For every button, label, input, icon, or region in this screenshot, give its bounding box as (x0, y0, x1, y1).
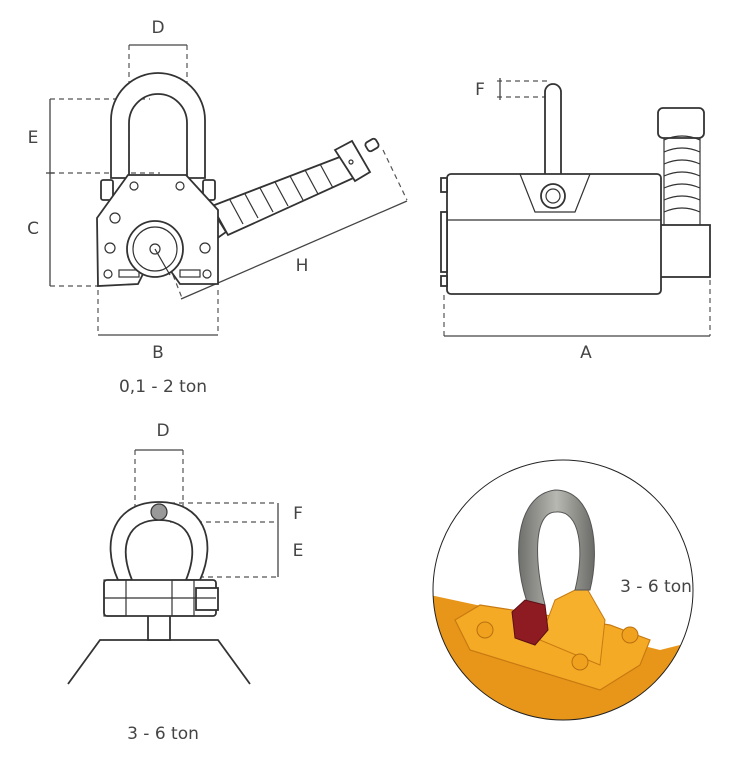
shackle-view: D F E 3 - 6 ton (67, 421, 304, 744)
side-view: F A (440, 78, 711, 363)
label-c: C (27, 219, 39, 239)
label-f-shackle: F (293, 504, 303, 524)
caption-photo: 3 - 6 ton (620, 577, 692, 597)
caption-small-magnet: 0,1 - 2 ton (119, 377, 207, 397)
label-b: B (152, 343, 164, 363)
product-photo: 3 - 6 ton (432, 459, 694, 721)
label-h: H (296, 256, 309, 276)
label-d: D (151, 18, 164, 38)
label-f-side: F (475, 80, 485, 100)
label-e-shackle: E (293, 541, 304, 561)
label-d-shackle: D (156, 421, 169, 441)
small-magnet-front-view: D E C H B 0,1 - 2 ton (27, 18, 408, 397)
label-e: E (28, 128, 39, 148)
label-a: A (580, 343, 592, 363)
caption-shackle: 3 - 6 ton (127, 724, 199, 744)
